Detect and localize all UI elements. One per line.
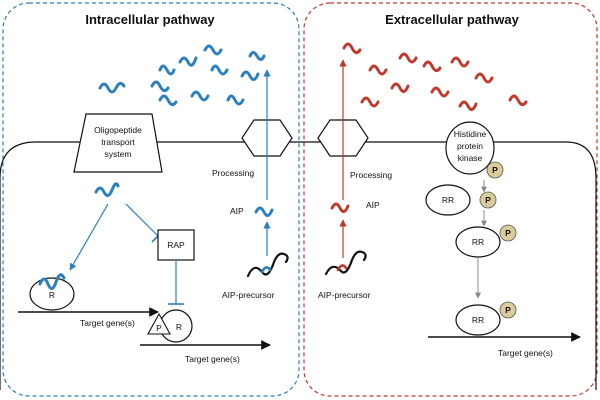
extracellular-title: Extracellular pathway (385, 12, 519, 27)
aip-precursor-left (246, 252, 289, 278)
hpk-label-1: Histidine (454, 129, 487, 139)
processing-label-right: Processing (350, 170, 392, 180)
target-genes-middle: Target gene(s) (185, 354, 240, 364)
rr-response-regulator-2 (455, 226, 501, 258)
aip-peptide-right (330, 202, 350, 213)
phospho-rr-1 (479, 191, 497, 209)
phospho-rr-2-label: P (505, 228, 511, 238)
target-genes-right: Target gene(s) (498, 348, 553, 358)
processing-label-left: Processing (212, 168, 254, 178)
phospho-hpk-label: P (492, 165, 498, 175)
phospho-rr-1-label: P (485, 195, 491, 205)
rr-label-1: RR (442, 195, 454, 205)
transporter-label-2: transport (101, 137, 135, 147)
aip-precursor-left-tail (260, 266, 272, 274)
r-label-bound: R (49, 290, 55, 300)
peptide-on-r (38, 273, 66, 290)
aip-precursor-right (324, 250, 367, 276)
blue-peptides-outside (98, 44, 266, 107)
phosphate-triangle-label: P (156, 323, 162, 333)
rr-response-regulator-1 (425, 184, 471, 216)
hpk-label-2: protein (457, 141, 483, 151)
rap-label: RAP (167, 240, 185, 250)
imported-peptide (94, 182, 120, 197)
inhibition-line-to-rap (125, 203, 159, 237)
rr-label-2: RR (472, 237, 484, 247)
phospho-rr-2 (499, 224, 517, 242)
rr-response-regulator-3 (455, 304, 501, 336)
intracellular-panel (2, 2, 300, 397)
activation-arrow-to-r (69, 203, 109, 271)
transporter-label-3: system (105, 149, 132, 159)
transporter-label-1: Oligopeptide (94, 125, 142, 135)
rap-box (157, 229, 195, 261)
phospho-hpk (486, 161, 504, 179)
aip-peptide-left (254, 206, 274, 217)
aip-label-right: AIP (366, 200, 380, 210)
hpk-label-3: kinase (458, 153, 483, 163)
r-regulator-bound (29, 277, 75, 311)
oligopeptide-transporter (73, 113, 163, 173)
intracellular-title: Intracellular pathway (85, 12, 215, 27)
target-genes-left: Target gene(s) (80, 318, 135, 328)
aip-precursor-right-tail (336, 264, 348, 272)
aip-precursor-label-left: AIP-precursor (222, 290, 275, 300)
cell-membrane (0, 141, 597, 390)
phosphate-triangle (147, 312, 171, 335)
phospho-rr-3-label: P (505, 305, 511, 315)
phospho-rr-3 (499, 301, 517, 319)
red-peptides-outside (342, 42, 528, 111)
aip-label-left: AIP (230, 206, 244, 216)
aip-precursor-label-right: AIP-precursor (318, 290, 371, 300)
rr-label-3: RR (472, 315, 484, 325)
extracellular-panel (303, 2, 598, 397)
histidine-protein-kinase (445, 121, 495, 175)
r-label-inhibited: R (176, 322, 182, 332)
